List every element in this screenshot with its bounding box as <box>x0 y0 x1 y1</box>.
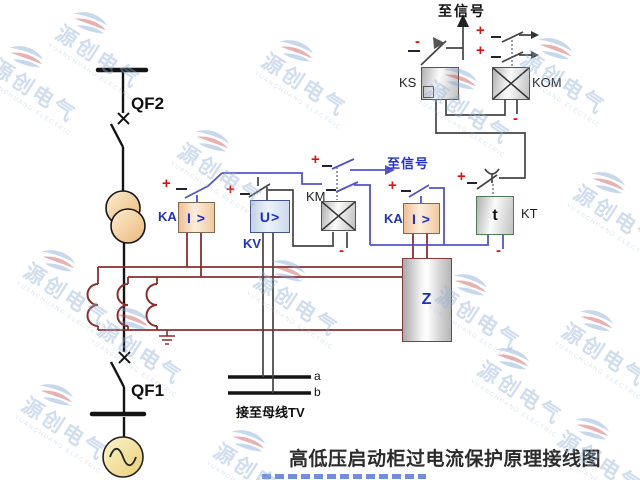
signal-arrow-up <box>457 14 469 27</box>
terminal-dashes <box>176 36 501 195</box>
plus-mark-ka2: + <box>388 177 397 194</box>
ct-secondary-wiring <box>97 233 428 331</box>
plus-mark-kom2: + <box>476 42 485 59</box>
relay-ks-box <box>421 67 459 100</box>
primary-feeder <box>109 72 126 438</box>
kv-label: KV <box>243 236 262 251</box>
relay-kv-box: U> <box>250 200 290 233</box>
plus-mark-km: + <box>311 151 320 168</box>
km-cross-icon <box>322 202 355 230</box>
plus-mark-ka1: + <box>162 175 171 192</box>
relay-kom-box <box>492 67 530 100</box>
plus-mark-kv: + <box>226 181 235 198</box>
clipped-bottom-text <box>262 474 426 479</box>
signal-arrow-right <box>385 165 395 175</box>
ka2-label: KA <box>384 211 403 226</box>
ks-contact-flag <box>433 37 445 49</box>
busbars <box>89 67 149 417</box>
tv-bus-label: 接至母线TV <box>236 405 305 420</box>
transformer-symbol <box>105 190 146 244</box>
to-signal-top-label: 至信号 <box>438 3 486 19</box>
qf1-label: QF1 <box>131 381 165 400</box>
qf1-breaker-cross <box>118 351 131 364</box>
minus-mark-ks: - <box>415 33 420 50</box>
relay-km-box <box>321 201 356 231</box>
relay-ka1-box: I > <box>178 202 215 233</box>
diagram-title: 高低压启动柜过电流保护原理接线图 <box>289 449 602 470</box>
relay-ka1-value: I > <box>187 209 206 226</box>
kom-arrow-1 <box>531 31 539 39</box>
kt-label: KT <box>521 206 538 221</box>
to-signal-mid-label: 至信号 <box>387 156 430 171</box>
ground-symbol <box>159 330 175 345</box>
kom-label: KOM <box>532 75 562 90</box>
z-value: Z <box>421 291 433 308</box>
relay-kt-value: t <box>492 206 498 224</box>
km-label: KM <box>306 189 326 204</box>
relay-ka2-box: I > <box>403 203 440 234</box>
minus-mark-kt: - <box>496 242 501 259</box>
plus-mark-kom1: + <box>476 22 485 39</box>
current-transformers <box>86 283 158 327</box>
qf2-label: QF2 <box>131 94 165 113</box>
relay-kv-value: U> <box>259 208 281 225</box>
qf2-breaker-cross <box>117 112 130 125</box>
kom-arrow-2 <box>531 51 539 59</box>
relay-ka2-value: I > <box>412 210 431 227</box>
impedance-z-box: Z <box>402 258 452 342</box>
control-wiring-blue <box>184 158 504 249</box>
ks-inner-square <box>423 86 434 98</box>
generator-symbol <box>102 436 144 478</box>
aux-wiring-gray <box>248 26 531 393</box>
minus-mark-kom: - <box>513 110 518 127</box>
linkage-dotted <box>336 40 513 200</box>
tv-bus-bars <box>228 375 311 395</box>
phase-a-label: a <box>314 369 321 383</box>
relay-kt-box: t <box>476 196 514 235</box>
minus-mark-km: - <box>339 242 344 259</box>
plus-mark-kt: + <box>457 168 466 185</box>
ka1-label: KA <box>158 209 177 224</box>
ks-label: KS <box>399 75 417 90</box>
kom-cross-icon <box>493 68 529 99</box>
phase-b-label: b <box>314 385 321 399</box>
